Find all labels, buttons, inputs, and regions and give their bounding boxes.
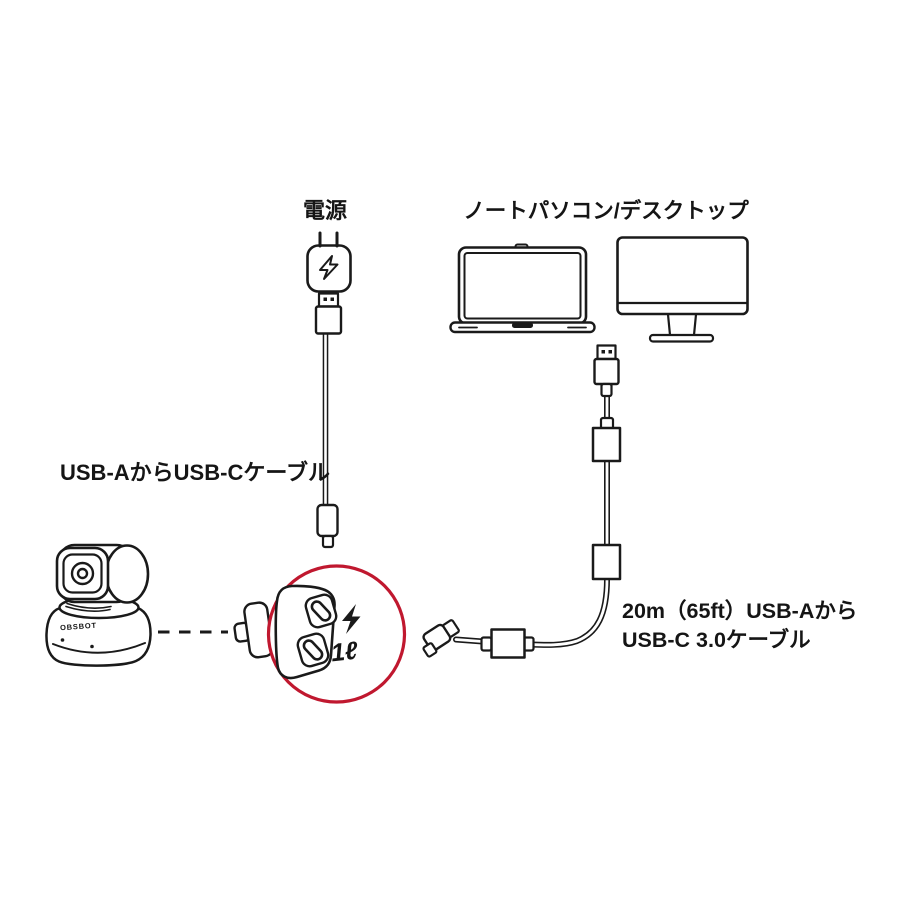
power-adapter-icon: [306, 231, 352, 293]
camera-lens-icon: [55, 546, 110, 601]
desktop-monitor-icon: [616, 236, 749, 343]
usb-c-port-icon: [304, 593, 338, 629]
lightning-outline-icon: [319, 255, 339, 280]
ferrite-bead: [591, 543, 622, 581]
indicator-dot: [60, 638, 65, 642]
short-cable-icon: [314, 292, 343, 549]
port-marking-label: 1ℓ: [329, 636, 360, 668]
usb-a-connector-icon: [593, 344, 620, 398]
camera-base: [45, 606, 152, 667]
usb-c-port-icon: [296, 632, 330, 668]
speaker-grille: [65, 602, 112, 612]
long-cable-label-line2: USB-C 3.0ケーブル: [622, 628, 811, 652]
usb-c-connector-icon: [316, 503, 339, 549]
usb-c-angled-connector-icon: [422, 619, 460, 658]
webcam-icon: [45, 543, 152, 667]
long-cable-label-line1: 20m（65ft）USB-Aから: [622, 599, 858, 623]
camera-rear-plug-icon: [233, 601, 274, 659]
computer-label: ノートパソコン/デスクトップ: [463, 199, 749, 223]
cable-collar: [480, 636, 493, 652]
ferrite-bead: [591, 426, 622, 463]
lightning-icon: [342, 604, 361, 634]
short-cable-label: USB-AからUSB-Cケーブル: [60, 460, 331, 485]
rear-ports-callout: [274, 584, 361, 680]
usb-a-connector-icon: [314, 292, 343, 335]
power-label: 電源: [303, 198, 348, 223]
ferrite-bead: [490, 628, 526, 659]
indicator-dot: [90, 644, 94, 649]
long-cable-icon: [422, 344, 622, 659]
laptop-icon: [449, 243, 596, 334]
long-cable-label: 20m（65ft）USB-Aから USB-C 3.0ケーブル: [622, 597, 857, 655]
